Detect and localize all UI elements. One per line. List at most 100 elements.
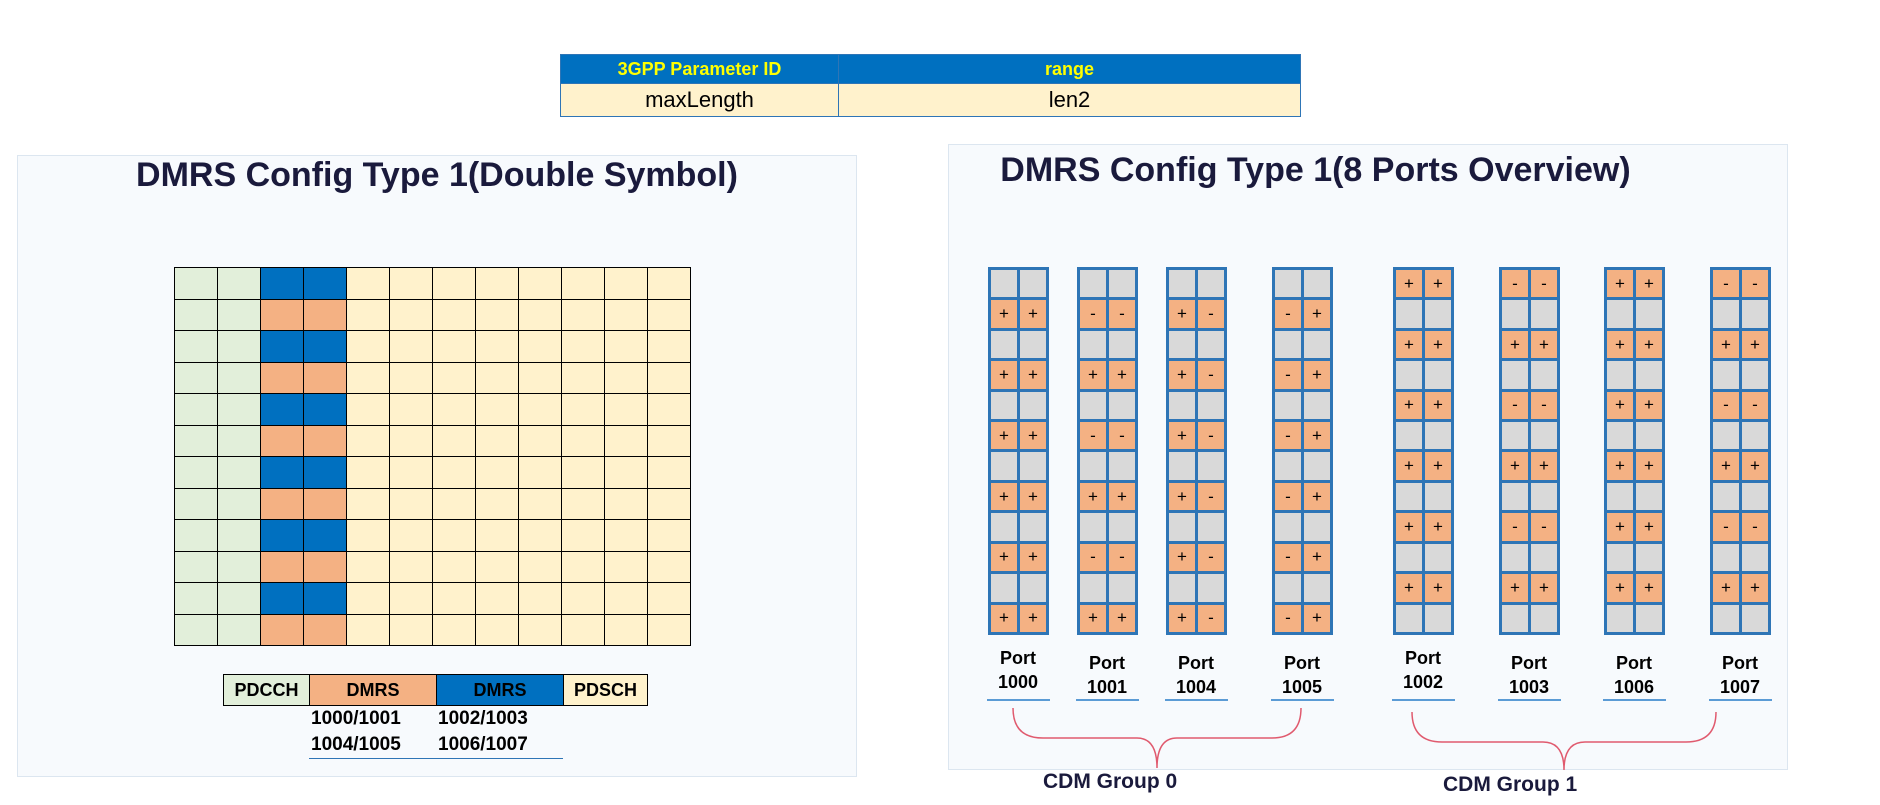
port-re-dmrs: + <box>1396 270 1422 298</box>
port-re-dmrs: + <box>1020 361 1046 389</box>
port-re-empty <box>991 574 1017 602</box>
port-re-empty <box>1425 422 1451 450</box>
port-re-dmrs: + <box>1636 391 1662 420</box>
port-re-dmrs: - <box>1275 300 1301 328</box>
port-re-dmrs: + <box>1607 270 1633 298</box>
port-re-empty <box>1396 482 1422 511</box>
port-re-dmrs: + <box>1531 452 1557 480</box>
port-label-word: Port <box>1405 648 1441 668</box>
port-re-empty <box>1109 330 1135 359</box>
port-label-number: 1003 <box>1508 677 1550 697</box>
re-pdsch <box>347 488 390 520</box>
port-re-dmrs: - <box>1109 300 1135 328</box>
port-re-dmrs: - <box>1198 422 1224 450</box>
re-pdsch <box>562 331 605 363</box>
re-dmrs-blue <box>261 268 304 300</box>
port-re-empty <box>1531 543 1557 572</box>
re-pdsch <box>433 457 476 489</box>
cdm-group-1-brace <box>1411 711 1717 771</box>
re-dmrs-orange <box>304 614 347 646</box>
port-re-empty <box>1531 361 1557 389</box>
port-re-empty <box>1713 604 1739 632</box>
port-re-empty <box>1169 513 1195 541</box>
port-re-dmrs: + <box>1109 604 1135 632</box>
re-pdsch <box>390 614 433 646</box>
cdm-group-1-label: CDM Group 1 <box>1443 773 1578 796</box>
re-pdsch <box>433 268 476 300</box>
port-re-empty <box>1020 270 1046 298</box>
port-re-empty <box>1425 482 1451 511</box>
port-re-dmrs: - <box>1713 513 1739 541</box>
port-label-number: 1005 <box>1281 677 1323 697</box>
re-dmrs-orange <box>304 362 347 394</box>
port-re-empty <box>1304 452 1330 480</box>
port-re-empty <box>1636 300 1662 328</box>
port-re-empty <box>1742 482 1768 511</box>
re-dmrs-orange <box>261 551 304 583</box>
port-re-dmrs: - <box>1198 543 1224 572</box>
port-label-underline <box>1165 699 1228 701</box>
port-re-dmrs: + <box>991 482 1017 511</box>
port-re-empty <box>1742 361 1768 389</box>
re-pdsch <box>390 331 433 363</box>
port-re-empty <box>1742 422 1768 450</box>
port-re-dmrs: - <box>1198 482 1224 511</box>
re-pdsch <box>605 268 648 300</box>
port-re-empty <box>1713 482 1739 511</box>
re-pdsch <box>562 551 605 583</box>
port-re-dmrs: - <box>1502 513 1528 541</box>
port-re-empty <box>1275 270 1301 298</box>
re-pdsch <box>390 488 433 520</box>
port-re-empty <box>1020 574 1046 602</box>
re-pdsch <box>605 614 648 646</box>
port-re-dmrs: - <box>1275 543 1301 572</box>
port-re-empty <box>1198 391 1224 420</box>
port-re-dmrs: + <box>1742 574 1768 602</box>
port-re-dmrs: + <box>991 543 1017 572</box>
port-label-underline <box>1271 699 1334 701</box>
port-re-empty <box>1742 543 1768 572</box>
port-1000-column: ++++++++++++ <box>988 267 1049 635</box>
re-pdsch <box>519 362 562 394</box>
port-re-empty <box>991 391 1017 420</box>
port-1005-column: -+-+-+-+-+-+ <box>1272 267 1333 635</box>
re-pdsch <box>519 457 562 489</box>
legend: PDCCH DMRS DMRS PDSCH <box>223 674 648 706</box>
port-re-dmrs: + <box>1425 270 1451 298</box>
re-pdsch <box>562 394 605 426</box>
re-pdsch <box>562 583 605 615</box>
port-re-dmrs: + <box>1169 482 1195 511</box>
port-re-dmrs: + <box>1425 452 1451 480</box>
legend-orange-ports-1: 1000/1001 <box>311 708 401 729</box>
re-dmrs-blue <box>261 394 304 426</box>
re-dmrs-blue <box>304 520 347 552</box>
re-dmrs-orange <box>304 551 347 583</box>
port-re-empty <box>1109 513 1135 541</box>
port-re-empty <box>991 330 1017 359</box>
port-re-dmrs: + <box>1304 361 1330 389</box>
port-re-empty <box>1198 270 1224 298</box>
port-re-dmrs: + <box>1169 543 1195 572</box>
re-pdsch <box>390 583 433 615</box>
re-pdsch <box>347 457 390 489</box>
port-re-dmrs: + <box>1080 361 1106 389</box>
re-pdcch <box>218 551 261 583</box>
re-pdsch <box>648 394 691 426</box>
port-re-empty <box>1425 300 1451 328</box>
re-pdsch <box>347 362 390 394</box>
port-re-empty <box>1607 300 1633 328</box>
port-1001-column: --++--++--++ <box>1077 267 1138 635</box>
re-pdsch <box>390 551 433 583</box>
port-label-number: 1002 <box>1402 672 1444 692</box>
re-pdsch <box>605 299 648 331</box>
re-pdsch <box>433 520 476 552</box>
port-re-dmrs: + <box>991 604 1017 632</box>
re-pdsch <box>648 425 691 457</box>
re-pdsch <box>562 268 605 300</box>
port-re-dmrs: + <box>1109 361 1135 389</box>
port-re-empty <box>1531 482 1557 511</box>
re-dmrs-orange <box>304 299 347 331</box>
